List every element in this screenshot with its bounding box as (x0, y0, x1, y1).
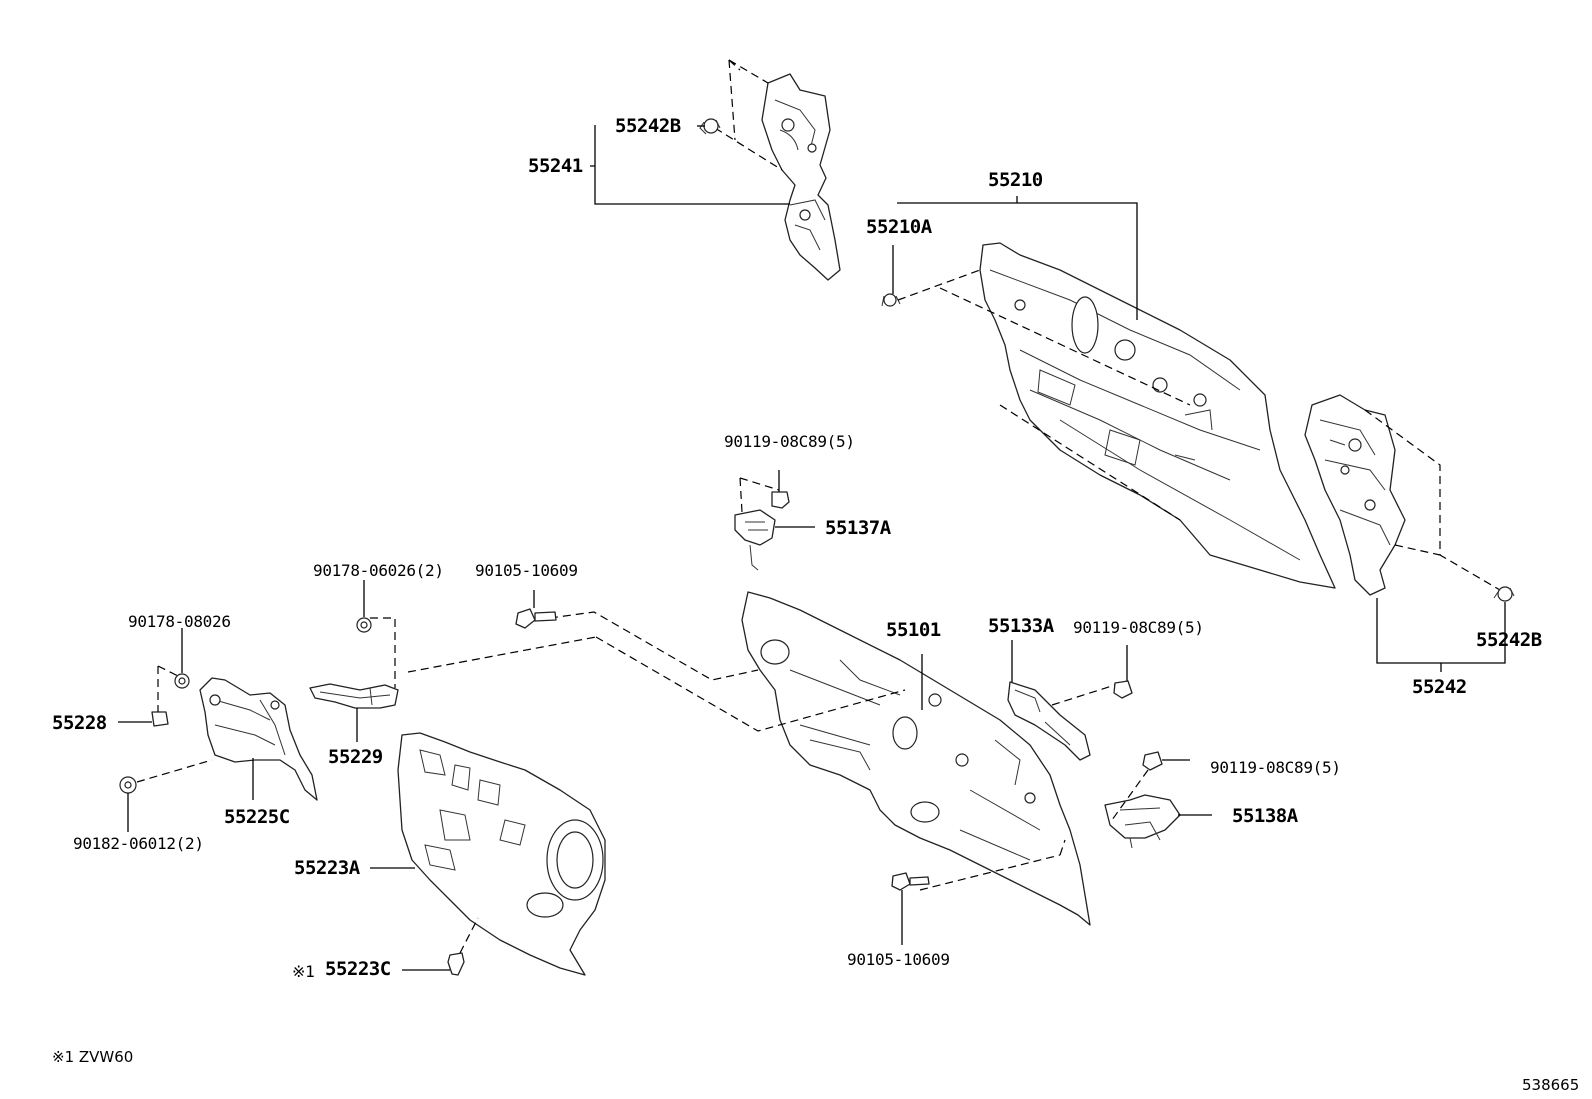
part-55101-dash-insulator (741, 591, 1091, 926)
label-55223C-note-mark: ※1 (292, 962, 315, 981)
label-55138A: 55138A (1232, 805, 1298, 827)
part-90178-08026-nut (174, 628, 190, 689)
label-90178-06026: 90178-06026(2) (313, 561, 444, 580)
label-90119-right: 90119-08C89(5) (1210, 758, 1341, 777)
part-55138A-bracket (1104, 794, 1181, 849)
part-55242B-clip-right (1493, 586, 1515, 602)
part-55242B-clip-top (699, 118, 721, 135)
label-90182-06012: 90182-06012(2) (73, 834, 204, 853)
label-55223A: 55223A (294, 857, 360, 879)
label-55242B-right: 55242B (1476, 629, 1542, 651)
label-55229: 55229 (328, 746, 383, 768)
part-55241-insulator (761, 73, 841, 281)
part-90105-bolt-bottom (891, 872, 930, 891)
part-55223C-clip (402, 952, 465, 976)
part-55210-dash-insulator (979, 242, 1336, 589)
part-55242-insulator (1304, 394, 1406, 596)
label-90105-bottom: 90105-10609 (847, 950, 950, 969)
label-55210: 55210 (988, 169, 1043, 191)
part-55137A-bracket (734, 509, 776, 571)
label-55242: 55242 (1412, 676, 1467, 698)
label-55101: 55101 (886, 619, 941, 641)
part-90119-bolt-right (1142, 751, 1163, 771)
part-90182-nut (119, 776, 137, 832)
label-90105-top: 90105-10609 (475, 561, 578, 580)
part-55223A-insulator (397, 732, 606, 976)
label-55242B-top: 55242B (615, 115, 681, 137)
label-55210A: 55210A (866, 216, 932, 238)
part-90178-06026-nut (356, 580, 372, 633)
part-55225C-insulator (199, 677, 318, 801)
image-code: 538665 (1522, 1076, 1580, 1094)
part-55133A-bracket (1007, 681, 1091, 761)
label-55137A: 55137A (825, 517, 891, 539)
label-55225C: 55225C (224, 806, 290, 828)
part-90119-bolt-mid (1113, 645, 1133, 699)
label-90178-08026: 90178-08026 (128, 612, 231, 631)
part-55228-clip (118, 711, 169, 727)
part-55210A-clip (881, 293, 901, 307)
part-90105-bolt-top (515, 608, 557, 629)
label-90119-top: 90119-08C89(5) (724, 432, 855, 451)
label-55228: 55228 (52, 712, 107, 734)
footnote: ※1 ZVW60 (52, 1048, 134, 1066)
label-90119-mid: 90119-08C89(5) (1073, 618, 1204, 637)
part-90119-bolt-top (771, 470, 790, 509)
label-55241: 55241 (528, 155, 583, 177)
part-55229-bracket (309, 683, 399, 709)
label-55223C: 55223C (325, 958, 391, 980)
label-55133A: 55133A (988, 615, 1054, 637)
